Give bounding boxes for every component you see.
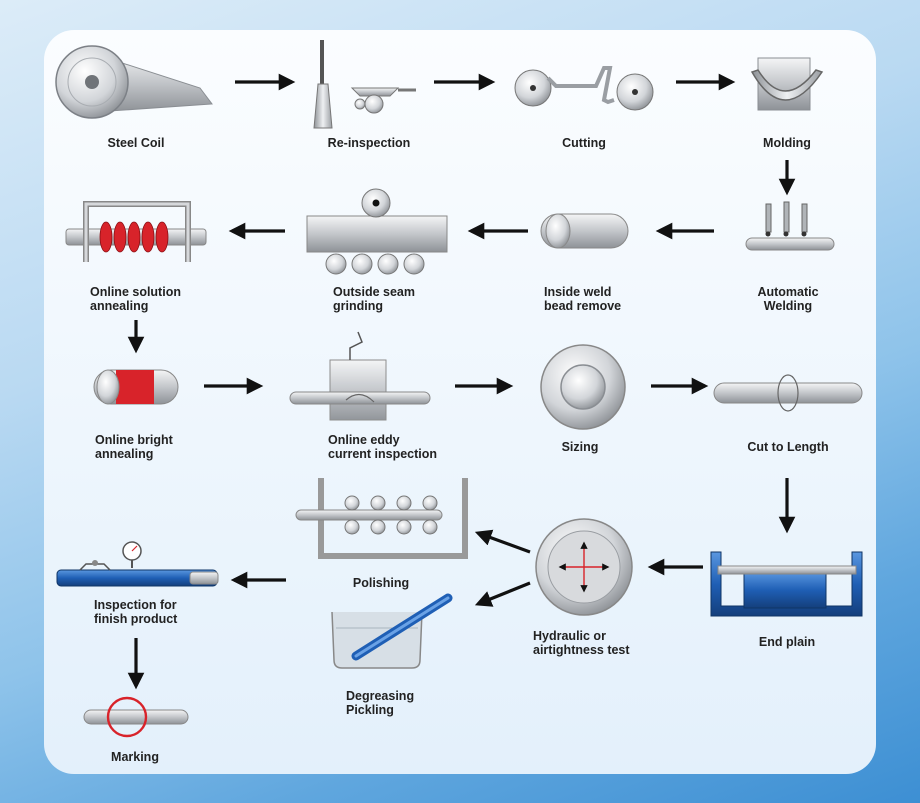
- label-hydraulic: Hydraulic or airtightness test: [533, 629, 630, 657]
- reinspection-icon: [313, 40, 416, 129]
- label-automatic-welding: Automatic Welding: [757, 285, 819, 313]
- marking-icon: [83, 696, 189, 738]
- hydraulic-test-icon: [535, 518, 633, 616]
- automatic-welding-icon: [745, 201, 835, 251]
- label-molding: Molding: [763, 136, 811, 150]
- cutting-icon: [514, 66, 654, 111]
- arrow-hydraulic-to-polishing: [474, 529, 531, 554]
- label-steel-coil: Steel Coil: [107, 136, 165, 150]
- online-bright-annealing-icon: [93, 369, 179, 405]
- sizing-icon: [540, 344, 626, 430]
- end-plain-icon: [710, 551, 863, 617]
- label-online-eddy: Online eddy current inspection: [328, 433, 438, 461]
- label-reinspection: Re-inspection: [327, 136, 411, 150]
- cut-to-length-icon: [713, 374, 863, 412]
- online-solution-annealing-icon: [65, 201, 207, 262]
- steel-coil-icon: [55, 45, 213, 119]
- label-online-solution: Online solution annealing: [90, 285, 181, 313]
- online-eddy-current-icon: [289, 331, 431, 421]
- degreasing-pickling-icon: [331, 593, 453, 669]
- label-cutting: Cutting: [562, 136, 606, 150]
- polishing-icon: [295, 478, 468, 559]
- inside-weld-icon: [540, 213, 629, 249]
- arrow-hydraulic-to-degreasing: [474, 581, 531, 607]
- outside-seam-grinding-icon: [306, 188, 448, 275]
- label-degreasing: Degreasing Pickling: [346, 689, 415, 717]
- label-cut-to-length: Cut to Length: [747, 440, 829, 454]
- label-marking: Marking: [111, 750, 159, 764]
- inspection-finish-icon: [56, 541, 219, 587]
- label-polishing: Polishing: [352, 576, 410, 590]
- label-end-plain: End plain: [758, 635, 816, 649]
- label-outside-seam: Outside seam grinding: [333, 285, 415, 313]
- molding-icon: [750, 57, 824, 111]
- label-sizing: Sizing: [561, 440, 599, 454]
- label-inside-weld: Inside weld bead remove: [544, 285, 622, 313]
- label-inspection-finish: Inspection for finish product: [94, 598, 178, 626]
- label-online-bright: Online bright annealing: [95, 433, 173, 461]
